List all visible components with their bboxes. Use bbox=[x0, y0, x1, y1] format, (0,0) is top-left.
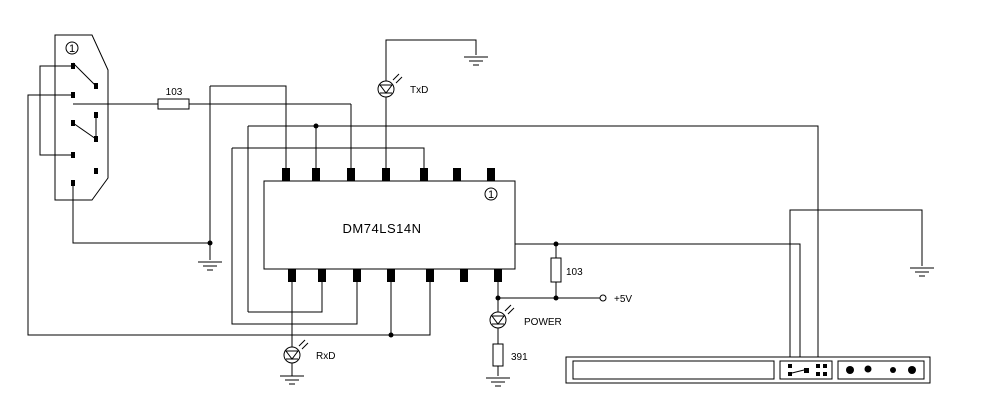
connector-pin1-marker-circle bbox=[65, 41, 79, 55]
resistor-391: 391 bbox=[492, 343, 528, 367]
board-pins bbox=[788, 364, 916, 376]
led-txd: TxD bbox=[377, 73, 428, 98]
led-label: POWER bbox=[524, 317, 562, 328]
led-label: RxD bbox=[316, 351, 335, 362]
led-label: TxD bbox=[410, 85, 428, 96]
db9-connector: 1 bbox=[39, 34, 109, 201]
ground-symbol bbox=[279, 375, 305, 385]
junction-dots bbox=[207, 123, 559, 338]
ic-dm74ls14n: DM74LS14N 1 bbox=[263, 168, 516, 282]
resistor-103-power: 103 bbox=[550, 257, 583, 283]
ic-pin1-marker: 1 bbox=[488, 189, 494, 201]
led-power: POWER bbox=[489, 304, 562, 329]
ground-symbol bbox=[909, 267, 935, 277]
resistor-value: 103 bbox=[566, 267, 583, 278]
ic-part-number: DM74LS14N bbox=[343, 221, 422, 236]
ground-symbol bbox=[197, 261, 223, 271]
edge-connector-board bbox=[565, 356, 931, 384]
ground-symbol bbox=[463, 56, 489, 66]
led-rxd: RxD bbox=[283, 339, 335, 364]
resistor-103-connector: 103 bbox=[157, 87, 190, 110]
connector-pin1-marker: 1 bbox=[69, 43, 75, 55]
ground-symbol bbox=[485, 377, 511, 387]
supply-label: +5V bbox=[614, 294, 632, 305]
ic-top-pins bbox=[282, 168, 495, 181]
resistor-value: 391 bbox=[511, 352, 528, 363]
ic-bottom-pins bbox=[288, 269, 502, 282]
supply-terminal: +5V bbox=[599, 294, 632, 305]
resistor-value: 103 bbox=[166, 87, 183, 98]
ic-pin1-marker-circle bbox=[484, 187, 498, 201]
